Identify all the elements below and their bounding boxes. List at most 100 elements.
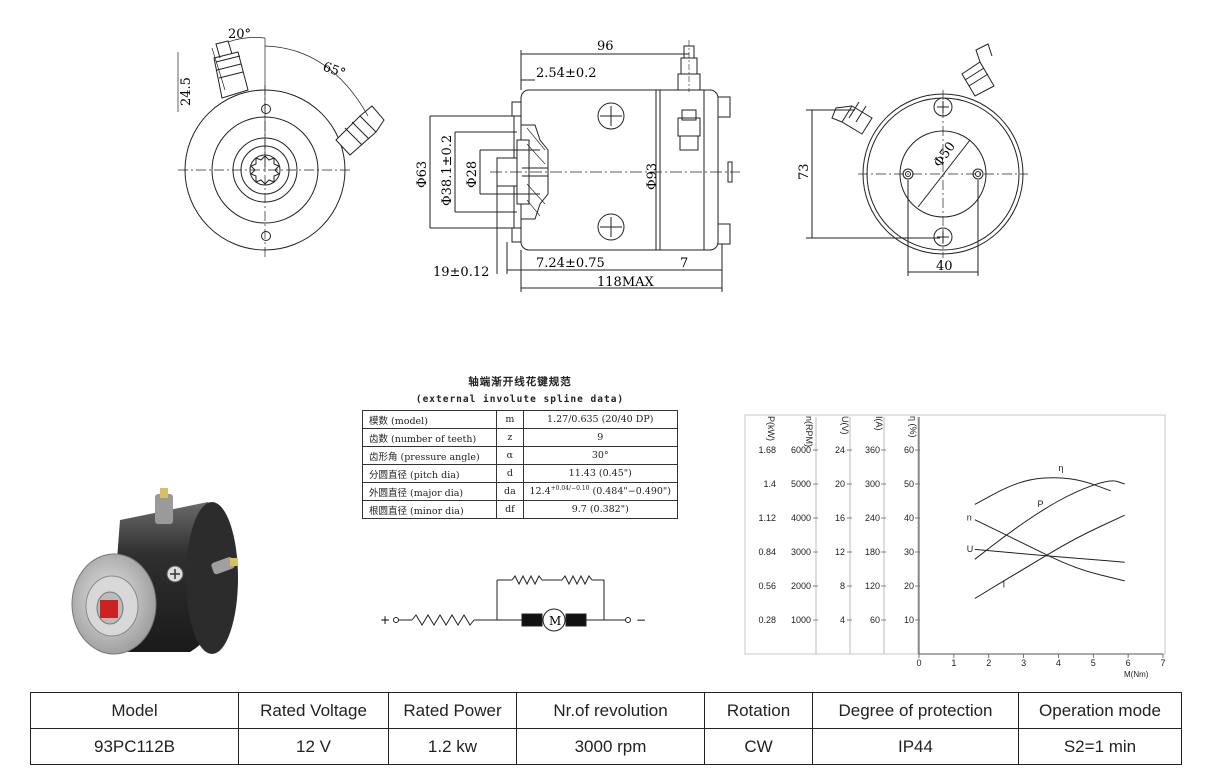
spec-header: Rotation <box>704 692 813 729</box>
tick-label: 60 <box>904 445 914 455</box>
series-label-P: P <box>1038 499 1044 509</box>
tick-label: 12 <box>835 547 845 557</box>
x-tick-label: 5 <box>1091 658 1096 668</box>
spline-value: 30° <box>522 446 678 465</box>
dim-side-19: 19±0.12 <box>433 265 489 280</box>
spec-value: S2=1 min <box>1018 728 1182 765</box>
spline-value: 9.7 (0.382") <box>522 500 678 519</box>
side-view <box>429 40 740 292</box>
tick-label: 300 <box>865 479 880 489</box>
tick-label: 360 <box>865 445 880 455</box>
spec-value: IP44 <box>812 728 1019 765</box>
spec-header: Degree of protection <box>812 692 1019 729</box>
series-label-I: I <box>1003 580 1006 590</box>
dim-rear-40: 40 <box>936 259 953 274</box>
circuit-diagram <box>393 574 631 632</box>
axis-label-0: P(kW) <box>766 416 776 441</box>
spline-value: 9 <box>522 428 678 447</box>
tick-label: 240 <box>865 513 880 523</box>
tick-label: 50 <box>904 479 914 489</box>
x-tick-label: 4 <box>1056 658 1061 668</box>
axis-label-4: η (%) <box>908 416 918 438</box>
circuit-plus: + <box>380 613 390 627</box>
spec-header: Model <box>30 692 239 729</box>
front-view <box>177 37 385 258</box>
tick-label: 4000 <box>791 513 811 523</box>
tick-label: 4 <box>840 615 845 625</box>
table-row: 模数 (model) m 1.27/0.635 (20/40 DP) <box>361 410 678 429</box>
series-line-η <box>974 477 1111 505</box>
spec-value: 1.2 kw <box>388 728 517 765</box>
spec-value: CW <box>704 728 813 765</box>
spline-symbol: z <box>496 428 524 447</box>
spec-header: Rated Voltage <box>238 692 389 729</box>
spline-symbol: df <box>496 500 524 519</box>
spline-title-cn: 轴端渐开线花键规范 <box>468 376 572 388</box>
tick-label: 0.84 <box>758 547 776 557</box>
major-dia-inch: (0.484"−0.490") <box>589 486 671 498</box>
dim-side-d28: Φ28 <box>465 161 480 188</box>
tick-label: 0.28 <box>758 615 776 625</box>
major-dia-value: 12.4 <box>529 486 551 498</box>
tick-label: 20 <box>835 479 845 489</box>
major-dia-tol-up: +0.04 <box>550 485 570 493</box>
spec-value: 93PC112B <box>30 728 239 765</box>
spec-header-row: Model Rated Voltage Rated Power Nr.of re… <box>30 692 1182 729</box>
spec-value: 3000 rpm <box>516 728 705 765</box>
tick-label: 5000 <box>791 479 811 489</box>
axis-label-1: n(RPM) <box>804 416 814 447</box>
dim-side-7: 7 <box>680 256 688 271</box>
series-label-n: n <box>967 512 972 522</box>
performance-chart: P(kW)0.280.560.841.121.41.68n(RPM)100020… <box>744 414 1166 679</box>
tick-label: 1.12 <box>758 513 776 523</box>
tick-label: 16 <box>835 513 845 523</box>
spline-symbol: d <box>496 464 524 483</box>
series-line-I <box>974 514 1125 599</box>
dim-side-96: 96 <box>597 39 614 54</box>
dim-side-2-54: 2.54±0.2 <box>536 66 597 81</box>
tick-label: 3000 <box>791 547 811 557</box>
tick-label: 1.4 <box>763 479 776 489</box>
spline-label: 模数 (model) <box>361 410 498 429</box>
motor-symbol-label: M <box>549 614 561 628</box>
tick-label: 40 <box>904 513 914 523</box>
tick-label: 30 <box>904 547 914 557</box>
axis-label-2: U(V) <box>840 416 850 435</box>
spline-symbol: da <box>496 482 524 501</box>
tick-label: 2000 <box>791 581 811 591</box>
major-dia-tol-dn: −0.10 <box>571 485 590 493</box>
spec-header: Nr.of revolution <box>516 692 705 729</box>
tick-label: 8 <box>840 581 845 591</box>
rear-view <box>806 43 1028 276</box>
tick-label: 60 <box>870 615 880 625</box>
tick-label: 120 <box>865 581 880 591</box>
spline-value: 12.4+0.04/−0.10 (0.484"−0.490") <box>522 482 678 501</box>
series-label-U: U <box>967 544 974 554</box>
tick-label: 180 <box>865 547 880 557</box>
x-axis-label: M(Nm) <box>1124 670 1149 679</box>
series-line-P <box>974 480 1125 560</box>
tick-label: 10 <box>904 615 914 625</box>
series-line-n <box>974 519 1125 582</box>
tick-label: 1.68 <box>758 445 776 455</box>
spline-table: 模数 (model) m 1.27/0.635 (20/40 DP) 齿数 (n… <box>361 410 678 519</box>
x-tick-label: 0 <box>916 658 921 668</box>
x-tick-label: 7 <box>1160 658 1165 668</box>
table-row: 齿数 (number of teeth) z 9 <box>361 428 678 447</box>
axis-label-3: I(A) <box>874 416 884 431</box>
dim-side-7-24: 7.24±0.75 <box>536 256 605 271</box>
tick-label: 0.56 <box>758 581 776 591</box>
dim-side-d93: Φ93 <box>645 163 660 190</box>
tick-label: 6000 <box>791 445 811 455</box>
series-label-η: η <box>1058 463 1063 473</box>
spline-label: 外圆直径 (major dia) <box>361 482 498 501</box>
table-row: 外圆直径 (major dia) da 12.4+0.04/−0.10 (0.4… <box>361 482 678 501</box>
spline-label: 分圆直径 (pitch dia) <box>361 464 498 483</box>
spline-data-block: 轴端渐开线花键规范 (external involute spline data… <box>361 374 678 519</box>
table-row: 根圆直径 (minor dia) df 9.7 (0.382") <box>361 500 678 519</box>
spec-value: 12 V <box>238 728 389 765</box>
dim-side-118max: 118MAX <box>597 275 655 290</box>
spec-value-row: 93PC112B 12 V 1.2 kw 3000 rpm CW IP44 S2… <box>30 728 1182 765</box>
x-tick-label: 3 <box>1021 658 1026 668</box>
